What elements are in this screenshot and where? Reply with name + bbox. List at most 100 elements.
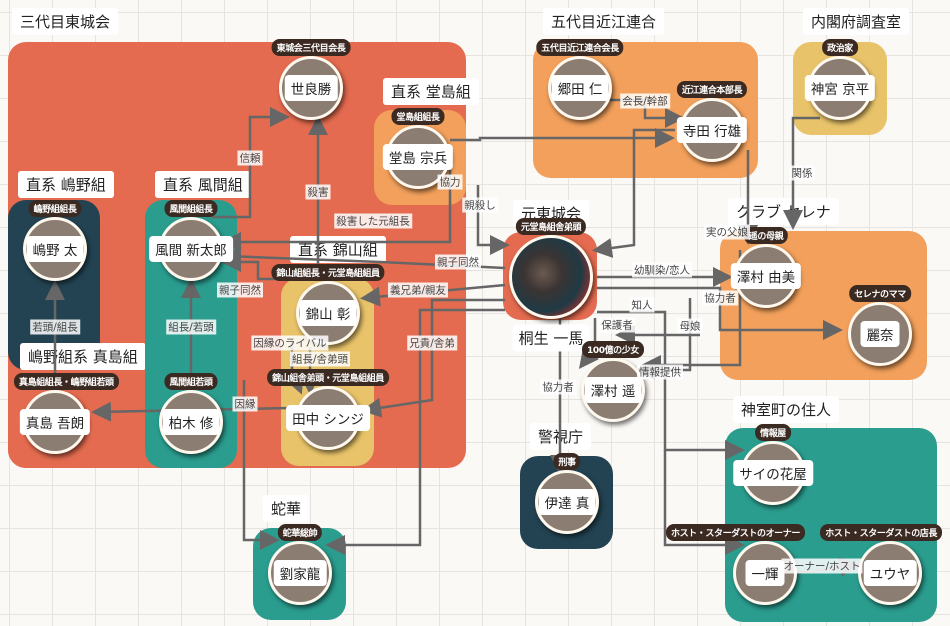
role-badge: 嶋野組組長 xyxy=(28,200,82,217)
role-badge: 錦山組組長・元堂島組組員 xyxy=(271,264,385,281)
edge-label: 信頼 xyxy=(237,150,263,166)
group-title: 直系 風間組 xyxy=(155,171,251,198)
edge-label: 殺害 xyxy=(305,184,331,200)
edge-label: 組長/若頭 xyxy=(166,319,216,335)
edge-label: 義兄弟/親友 xyxy=(387,282,449,298)
relationship-edge xyxy=(212,107,290,219)
group-title: 蛇華 xyxy=(263,495,310,522)
character-node[interactable]: セレナのママ麗奈 xyxy=(848,285,912,366)
role-badge: 政治家 xyxy=(822,39,858,56)
edge-label: 保護者 xyxy=(599,317,635,333)
role-badge: 元堂島組舎弟頭 xyxy=(515,218,587,235)
edge-label: オーナー/ホスト xyxy=(781,558,863,574)
relationship-edge xyxy=(361,298,505,418)
edge-label: 親子同然 xyxy=(435,254,481,270)
character-node[interactable]: 蛇華総帥劉家龍 xyxy=(268,524,332,605)
relationship-edge xyxy=(783,116,820,230)
character-name: 劉家龍 xyxy=(273,560,327,586)
character-name: 田中 シンジ xyxy=(286,405,370,431)
edge-label: 情報提供 xyxy=(637,364,683,380)
character-name: 桐生 一馬 xyxy=(512,324,590,352)
group-title: 三代目東城会 xyxy=(12,8,119,35)
relationship-edge xyxy=(663,450,745,555)
role-badge: 風間組組長 xyxy=(164,200,218,217)
edge-label: 協力者 xyxy=(702,290,738,306)
character-name: 風間 新太郎 xyxy=(149,236,233,262)
character-node[interactable]: 元堂島組舎弟頭桐生 一馬 xyxy=(509,218,593,352)
character-node[interactable]: 近江連合本部長寺田 行雄 xyxy=(676,81,748,162)
character-name: 麗奈 xyxy=(860,321,900,347)
edge-label: 親子同然 xyxy=(217,282,263,298)
relationship-edge xyxy=(592,128,675,258)
character-node[interactable]: 100億の少女澤村 遥 xyxy=(581,341,645,422)
character-name: サイの花屋 xyxy=(733,460,813,486)
edge-label: 組長/舎弟頭 xyxy=(289,351,351,367)
role-badge: 五代目近江連合会長 xyxy=(536,39,624,56)
edge-label: 兄貴/舎弟 xyxy=(407,335,457,351)
character-node[interactable]: 真島組組長・嶋野組若頭真島 吾朗 xyxy=(14,373,119,454)
group-title: 五代目近江連合 xyxy=(543,8,665,35)
edge-label: 殺害した元組長 xyxy=(334,213,412,229)
edge-label: 協力 xyxy=(437,174,463,190)
character-node[interactable]: 五代目近江連合会長郷田 仁 xyxy=(536,39,624,120)
character-name: 一輝 xyxy=(745,560,785,586)
edge-label: 協力者 xyxy=(540,379,576,395)
role-badge: 東城会三代目会長 xyxy=(271,39,351,56)
edge-label: 母娘 xyxy=(677,318,703,334)
role-badge: ホスト・スターダストの店長 xyxy=(820,524,942,541)
character-node[interactable]: 東城会三代目会長世良勝 xyxy=(271,39,351,120)
relationship-edge xyxy=(476,185,510,255)
character-name: 澤村 由美 xyxy=(730,263,802,289)
character-name: 世良勝 xyxy=(284,75,338,101)
character-name: 郷田 仁 xyxy=(551,75,609,101)
role-badge: 近江連合本部長 xyxy=(676,81,748,98)
character-node[interactable]: ホスト・スターダストの店長ユウヤ xyxy=(820,524,942,605)
character-node[interactable]: 風間組組長風間 新太郎 xyxy=(149,200,233,281)
edge-label: 実の父娘 xyxy=(704,224,750,240)
group-title: 直系 嶋野組 xyxy=(18,171,114,198)
edge-label: 会長/幹部 xyxy=(620,93,670,109)
character-name: 堂島 宗兵 xyxy=(382,144,454,170)
edge-label: 関係 xyxy=(789,165,815,181)
group-title: 内閣府調査室 xyxy=(803,8,910,35)
character-name: 伊達 真 xyxy=(538,489,596,515)
relationship-edge xyxy=(242,380,280,550)
role-badge: セレナのママ xyxy=(849,285,911,302)
character-node[interactable]: ホスト・スターダストのオーナー一輝 xyxy=(665,524,805,605)
character-node[interactable]: 刑事伊達 真 xyxy=(535,453,599,534)
character-name: 真島 吾朗 xyxy=(19,409,91,435)
character-name: 寺田 行雄 xyxy=(676,117,748,143)
edge-label: 親殺し xyxy=(462,197,498,213)
role-badge: 堂島組組長 xyxy=(391,108,445,125)
role-badge: 風間組若頭 xyxy=(164,373,218,390)
character-name: 柏木 修 xyxy=(162,409,220,435)
character-node[interactable]: 政治家神宮 京平 xyxy=(804,39,876,120)
role-badge: 情報屋 xyxy=(755,424,791,441)
role-badge: 100億の少女 xyxy=(582,341,644,358)
edge-label: 知人 xyxy=(629,297,655,313)
role-badge: 錦山組舎弟頭・元堂島組組員 xyxy=(267,369,389,386)
role-badge: ホスト・スターダストのオーナー xyxy=(665,524,805,541)
character-name: 神宮 京平 xyxy=(804,75,876,101)
edge-label: 幼馴染/恋人 xyxy=(631,262,693,278)
relationship-edge xyxy=(450,128,675,148)
role-badge: 真島組組長・嶋野組若頭 xyxy=(14,373,119,390)
group-title: 直系 堂島組 xyxy=(383,78,479,105)
relationship-edge xyxy=(597,286,843,340)
relationship-edge xyxy=(325,308,505,555)
character-node[interactable]: 遥の母親澤村 由美 xyxy=(730,227,802,308)
character-name: ユウヤ xyxy=(863,560,917,586)
group-title: 神室町の住人 xyxy=(733,396,840,423)
character-node[interactable]: 錦山組舎弟頭・元堂島組組員田中 シンジ xyxy=(267,369,389,450)
character-name: 澤村 遥 xyxy=(584,377,642,403)
role-badge: 刑事 xyxy=(553,453,581,470)
edge-label: 若頭/組長 xyxy=(30,319,80,335)
character-node[interactable]: 嶋野組組長嶋野 太 xyxy=(23,200,87,281)
character-node[interactable]: 風間組若頭柏木 修 xyxy=(159,373,223,454)
character-name: 嶋野 太 xyxy=(26,236,84,262)
character-node[interactable]: 情報屋サイの花屋 xyxy=(733,424,813,505)
role-badge: 蛇華総帥 xyxy=(277,524,323,541)
role-badge: 遥の母親 xyxy=(743,227,789,244)
edge-label: 因縁 xyxy=(232,396,258,412)
edge-label: 因縁のライバル xyxy=(251,335,329,351)
